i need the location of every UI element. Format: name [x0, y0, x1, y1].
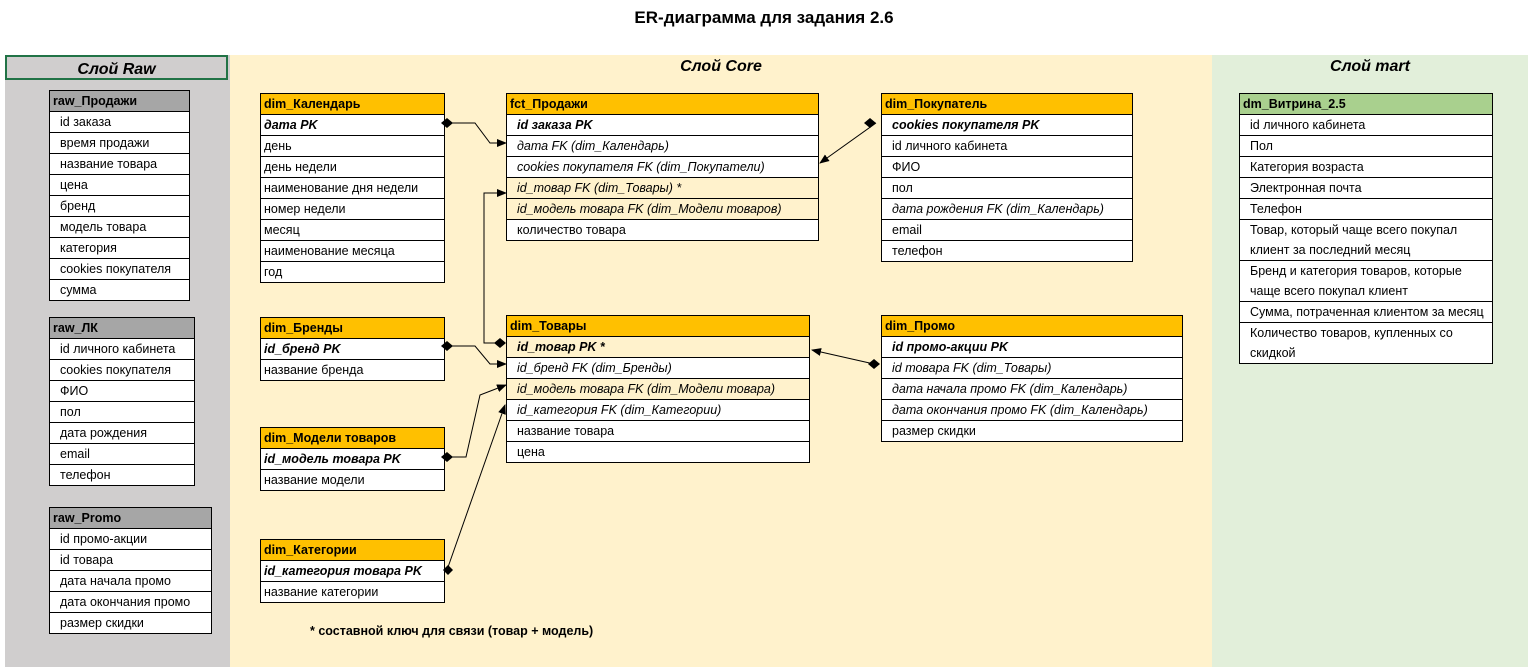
composite-key-footnote: * составной ключ для связи (товар + моде… [310, 624, 594, 638]
table-row: телефон [60, 468, 111, 482]
table-row: название товара [507, 421, 809, 442]
raw-sales-table: raw_Продажи id заказа время продажи назв… [49, 90, 190, 301]
primary-key-row: id_товар PK * [507, 337, 809, 358]
table-row: номер недели [261, 199, 444, 220]
table-row: email [50, 444, 194, 465]
foreign-key-row: id товара FK (dim_Товары) [882, 358, 1182, 379]
table-row: год [264, 265, 283, 279]
dim-goods-table: dim_Товары id_товар PK * id_бренд FK (di… [506, 315, 810, 463]
table-row: id личного кабинета [50, 339, 194, 360]
table-row: Категория возраста [1240, 157, 1492, 178]
dim-models-table: dim_Модели товаров id_модель товара PK н… [260, 427, 445, 491]
table-row: Электронная почта [1240, 178, 1492, 199]
table-row: название категории [264, 585, 379, 599]
table-header: dim_Товары [507, 316, 809, 337]
table-row: телефон [892, 244, 943, 258]
foreign-key-row: дата FK (dim_Календарь) [507, 136, 818, 157]
table-row: название товара [50, 154, 189, 175]
primary-key-row: id заказа PK [507, 115, 818, 136]
table-row: Телефон [1240, 199, 1492, 220]
table-row: дата рождения [50, 423, 194, 444]
raw-layer-title: Слой Raw [5, 55, 228, 80]
table-header: dim_Модели товаров [261, 428, 444, 449]
primary-key-row: id_бренд PK [261, 339, 444, 360]
table-row: id личного кабинета [1240, 115, 1492, 136]
table-header: fct_Продажи [507, 94, 818, 115]
table-row: пол [50, 402, 194, 423]
foreign-key-row: дата рождения FK (dim_Календарь) [882, 199, 1132, 220]
table-row: бренд [50, 196, 189, 217]
foreign-key-row: id_модель товара FK (dim_Модели товаров) [507, 199, 818, 220]
table-header: dim_Промо [882, 316, 1182, 337]
core-layer-title: Слой Core [680, 58, 762, 75]
table-row: email [882, 220, 1132, 241]
dim-promo-table: dim_Промо id промо-акции PK id товара FK… [881, 315, 1183, 442]
primary-key-row: дата PK [261, 115, 444, 136]
dim-brands-table: dim_Бренды id_бренд PK название бренда [260, 317, 445, 381]
raw-lk-table: raw_ЛК id личного кабинета cookies покуп… [49, 317, 195, 486]
table-row: месяц [261, 220, 444, 241]
table-row: размер скидки [60, 616, 144, 630]
table-row: размер скидки [892, 424, 976, 438]
table-header: raw_ЛК [50, 318, 194, 339]
table-row: день [261, 136, 444, 157]
table-row: id товара [50, 550, 211, 571]
foreign-key-row: дата начала промо FK (dim_Календарь) [882, 379, 1182, 400]
foreign-key-row: cookies покупателя FK (dim_Покупатели) [507, 157, 818, 178]
fct-sales-table: fct_Продажи id заказа PK дата FK (dim_Ка… [506, 93, 819, 241]
primary-key-row: id_модель товара PK [261, 449, 444, 470]
table-row: название модели [264, 473, 365, 487]
dim-categories-table: dim_Категории id_категория товара PK наз… [260, 539, 445, 603]
raw-promo-table: raw_Promo id промо-акции id товара дата … [49, 507, 212, 634]
mart-layer-title: Слой mart [1330, 58, 1410, 75]
table-header: raw_Promo [50, 508, 211, 529]
table-row: наименование месяца [261, 241, 444, 262]
table-row: cookies покупателя [50, 360, 194, 381]
table-row: цена [50, 175, 189, 196]
primary-key-row: id промо-акции PK [882, 337, 1182, 358]
dim-calendar-table: dim_Календарь дата PK день день недели н… [260, 93, 445, 283]
table-row: ФИО [882, 157, 1132, 178]
primary-key-row: cookies покупателя PK [882, 115, 1132, 136]
table-row: день недели [261, 157, 444, 178]
table-row: пол [882, 178, 1132, 199]
table-row: ФИО [50, 381, 194, 402]
table-row: цена [517, 445, 545, 459]
table-row: количество товара [517, 223, 626, 237]
foreign-key-row: id_категория FK (dim_Категории) [507, 400, 809, 421]
table-row: категория [50, 238, 189, 259]
table-header: dim_Категории [261, 540, 444, 561]
mart-showcase-table: dm_Витрина_2.5 id личного кабинета Пол К… [1239, 93, 1493, 364]
table-row: дата окончания промо [50, 592, 211, 613]
table-row: название бренда [264, 363, 364, 377]
table-row: Бренд и категория товаров, которые чаще … [1240, 261, 1492, 302]
table-row: Товар, который чаще всего покупал клиент… [1240, 220, 1492, 261]
table-row: Количество товаров, купленных со скидкой [1250, 326, 1453, 360]
table-row: модель товара [50, 217, 189, 238]
table-header: dim_Бренды [261, 318, 444, 339]
table-row: время продажи [50, 133, 189, 154]
foreign-key-row: дата окончания промо FK (dim_Календарь) [882, 400, 1182, 421]
table-row: дата начала промо [50, 571, 211, 592]
table-row: Пол [1240, 136, 1492, 157]
table-header: dim_Покупатель [882, 94, 1132, 115]
table-row: сумма [60, 283, 97, 297]
foreign-key-row: id_модель товара FK (dim_Модели товара) [507, 379, 809, 400]
table-row: id промо-акции [50, 529, 211, 550]
table-row: Сумма, потраченная клиентом за месяц [1240, 302, 1492, 323]
primary-key-row: id_категория товара PK [261, 561, 444, 582]
table-header: dim_Календарь [261, 94, 444, 115]
table-row: id личного кабинета [882, 136, 1132, 157]
table-row: id заказа [50, 112, 189, 133]
foreign-key-row: id_бренд FK (dim_Бренды) [507, 358, 809, 379]
diagram-title: ER-диаграмма для задания 2.6 [634, 8, 894, 27]
dim-buyer-table: dim_Покупатель cookies покупателя PK id … [881, 93, 1133, 262]
table-row: наименование дня недели [261, 178, 444, 199]
foreign-key-row: id_товар FK (dim_Товары) * [507, 178, 818, 199]
table-header: raw_Продажи [50, 91, 189, 112]
table-row: cookies покупателя [50, 259, 189, 280]
table-header: dm_Витрина_2.5 [1240, 94, 1492, 115]
